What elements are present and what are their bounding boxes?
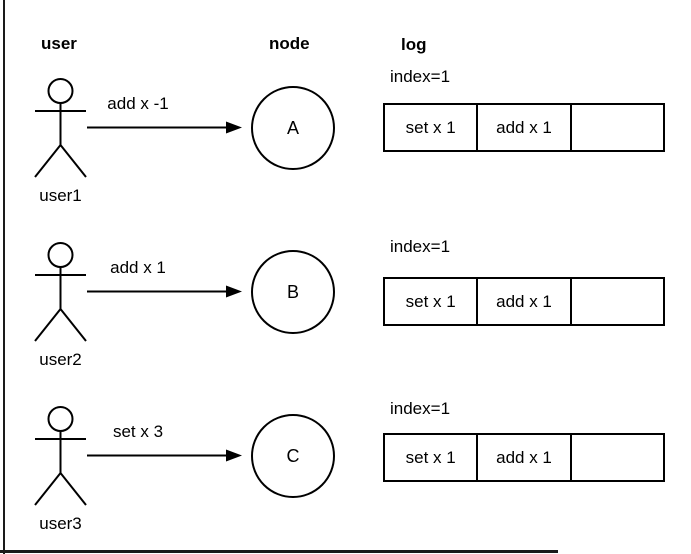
command-label: add x -1 (107, 94, 169, 113)
log-box: set x 1 add x 1 (383, 277, 665, 326)
user-label: user1 (39, 186, 82, 205)
user-label: user2 (39, 350, 82, 369)
command-label: set x 3 (112, 422, 164, 441)
arrow-icon (87, 449, 242, 462)
log-cell: set x 1 (405, 447, 456, 467)
arrow-icon (87, 121, 242, 134)
node-label: B (286, 282, 299, 302)
log-cell: set x 1 (405, 117, 456, 137)
log-cell (569, 279, 663, 324)
log-cell: add x 1 (476, 105, 569, 150)
user-stick-figure-icon (34, 78, 87, 178)
log-cell (569, 435, 663, 480)
log-index-label: index=1 (390, 399, 451, 418)
column-header-user: user (41, 34, 77, 53)
canvas-left-edge (3, 0, 5, 554)
canvas-bottom-edge (0, 550, 558, 553)
log-index-label: index=1 (390, 237, 451, 256)
log-index-label: index=1 (390, 67, 451, 86)
user-label: user3 (39, 514, 82, 533)
log-cell: set x 1 (405, 291, 456, 311)
user-stick-figure-icon (34, 242, 87, 342)
node-circle: A (251, 86, 335, 170)
log-cell: add x 1 (476, 279, 569, 324)
arrow-icon (87, 285, 242, 298)
node-label: A (286, 118, 299, 138)
node-circle: C (251, 414, 335, 498)
log-cell (569, 105, 663, 150)
log-box: set x 1 add x 1 (383, 103, 665, 152)
column-header-node: node (269, 34, 310, 53)
log-cell: add x 1 (476, 435, 569, 480)
log-box: set x 1 add x 1 (383, 433, 665, 482)
node-label: C (286, 446, 300, 466)
command-label: add x 1 (110, 258, 166, 277)
user-stick-figure-icon (34, 406, 87, 506)
column-header-log: log (401, 35, 427, 54)
node-circle: B (251, 250, 335, 334)
